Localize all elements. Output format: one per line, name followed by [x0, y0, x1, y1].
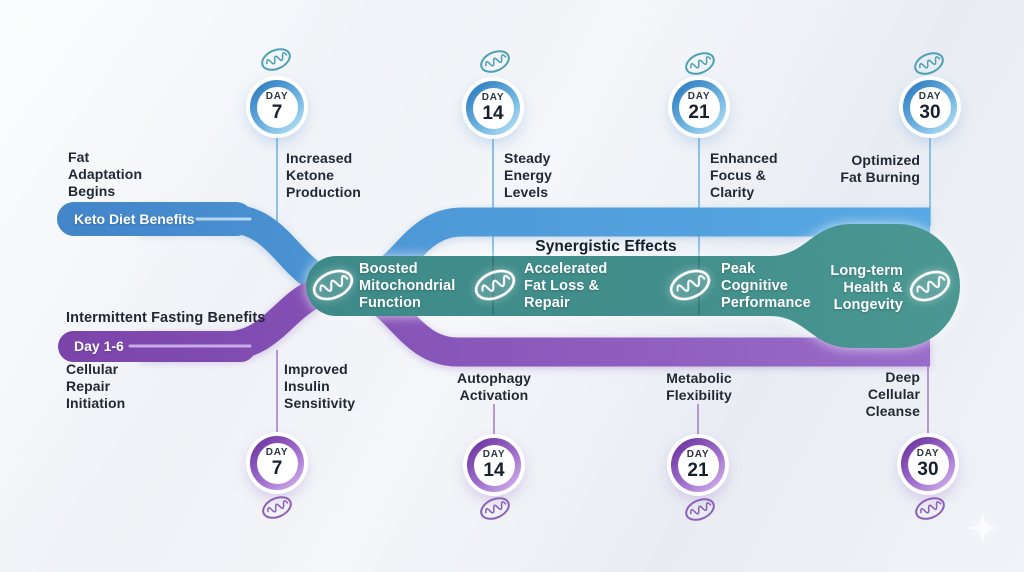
bottom-label-day14: Autophagy Activation [456, 370, 531, 403]
day-word: DAY [686, 449, 710, 460]
day-circle-face: DAY 21 [678, 86, 720, 128]
day-circle-face: DAY 14 [472, 87, 514, 129]
day-14-bottom-marker: DAY 14 [467, 438, 521, 492]
synergy-stage-2-label: Accelerated Fat Loss & Repair [524, 261, 608, 312]
top-label-day21: Enhanced Focus & Clarity [710, 150, 778, 200]
day-number: 21 [688, 102, 710, 123]
bottom-label-day21: Metabolic Flexibility [666, 370, 732, 403]
day-number: 30 [917, 459, 939, 480]
day-7-bottom-marker: DAY 7 [250, 436, 304, 490]
day-circle-face: DAY 30 [909, 86, 951, 128]
day-circle-face: DAY 21 [677, 444, 719, 486]
fasting-heading: Intermittent Fasting Benefits [66, 310, 266, 326]
synergy-stage-4-label: Long-term Health & Longevity [830, 263, 903, 314]
day-number: 14 [483, 460, 505, 481]
day-14-top-marker: DAY 14 [466, 81, 520, 135]
top-label-day30: Optimized Fat Burning [840, 152, 920, 185]
day-number: 7 [271, 102, 283, 123]
synergy-stage-1-label: Boosted Mitochondrial Function [359, 261, 456, 312]
bottom-label-day7: Improved Insulin Sensitivity [284, 361, 356, 411]
day-number: 7 [271, 458, 283, 479]
day-circle-face: DAY 7 [256, 442, 298, 484]
keto-ribbon-capsule [57, 202, 253, 236]
day-number: 21 [687, 460, 709, 481]
fasting-ribbon-label: Day 1-6 [74, 338, 124, 354]
day-circle-face: DAY 14 [473, 444, 515, 486]
day-21-bottom-marker: DAY 21 [671, 438, 725, 492]
day-circle-face: DAY 7 [256, 86, 298, 128]
day-word: DAY [482, 449, 506, 460]
top-label-day14: Steady Energy Levels [504, 150, 553, 200]
synergy-band [306, 224, 960, 348]
day-number: 30 [919, 102, 941, 123]
day-word: DAY [265, 447, 289, 458]
keto-start-label: Fat Adaptation Begins [68, 149, 143, 199]
day-word: DAY [916, 448, 940, 459]
day-30-top-marker: DAY 30 [903, 80, 957, 134]
synergy-stage-3-label: Peak Cognitive Performance [721, 261, 811, 312]
top-label-day7: Increased Ketone Production [286, 150, 361, 200]
day-circle-face: DAY 30 [907, 443, 949, 485]
day-word: DAY [265, 91, 289, 102]
sparkle-icon [967, 512, 999, 544]
day-7-top-marker: DAY 7 [250, 80, 304, 134]
day-number: 14 [482, 103, 504, 124]
day-word: DAY [481, 92, 505, 103]
synergy-heading: Synergistic Effects [535, 238, 677, 255]
day-21-top-marker: DAY 21 [672, 80, 726, 134]
fasting-start-label: Cellular Repair Initiation [66, 361, 126, 411]
day-30-bottom-marker: DAY 30 [901, 437, 955, 491]
day-word: DAY [918, 91, 942, 102]
bottom-label-day30: Deep Cellular Cleanse [865, 369, 920, 419]
day-word: DAY [687, 91, 711, 102]
keto-ribbon-label: Keto Diet Benefits [74, 211, 195, 227]
